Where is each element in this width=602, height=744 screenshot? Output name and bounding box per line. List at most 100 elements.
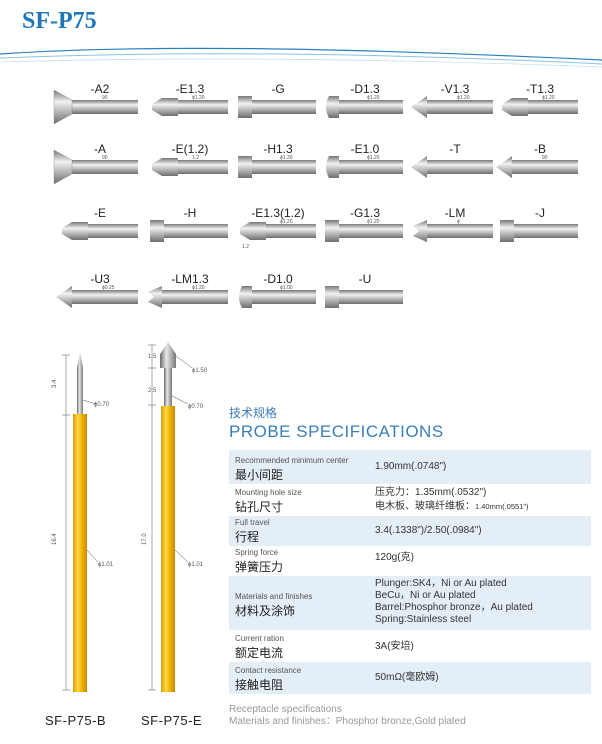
tip-dimension: 1.2 [192,155,199,161]
spec-cn-label: 最小间距 [235,468,284,482]
probe-drawings: 3.4 ϕ0.70 16.4 ϕ1.01 1.5 2.5 ϕ1.50 ϕ0.70… [0,330,230,739]
spec-value: 3.4(.1338")/2.50(.0984") [375,525,482,536]
tip-style-label: -G [271,82,285,96]
probe-e [148,342,193,692]
probe-e-dim-barrel: ϕ1.01 [188,562,204,568]
tip-shape [326,156,403,178]
tip-style-label: -LM [444,206,466,220]
tip-shape [240,222,316,240]
spec-row-contact-resistance: Contact resistance 接触电阻 50mΩ(毫欧姆) [229,662,591,694]
tip-style-label: -D1.0 [263,272,293,286]
tip-shape [500,220,578,242]
tip-style-label: -A2 [90,82,110,96]
spec-value: 120g(克) [375,552,414,563]
tip-style-label: -B [534,142,546,156]
tip-shape [325,220,403,242]
tip-style: -U [315,272,415,332]
tip-shape [413,220,493,242]
tip-style-label: -T1.3 [525,82,554,96]
spec-en-label: Recommended minimum center [235,456,349,465]
spec-value: Plunger:SK4，Ni or Au plated [375,578,507,589]
tip-dimension: ϕ1.20 [542,95,555,101]
probe-e-label: SF-P75-E [141,713,203,728]
probe-e-dim-plunger: ϕ0.70 [188,404,204,410]
tip-dimension: ϕ1.20 [367,155,380,161]
tip-style-label: -T [449,142,461,156]
tip-dimension: ϕ1.20 [192,95,205,101]
probe-b [62,352,99,692]
spec-en-label: Materials and finishes [235,592,313,601]
spec-value: 1.90mm(.0748") [375,461,447,472]
tip-shape [411,156,493,178]
tip-shape [62,222,138,240]
spec-cn-label: 弹簧压力 [235,560,284,574]
tip-shape [53,149,138,185]
tip-style-label: -A [94,142,106,156]
probe-e-dim-length: 17.0 [142,533,148,545]
spec-value: BeCu，Ni or Au plated [375,590,476,601]
tip-shape [326,96,403,118]
spec-row-mounting-hole: Mounting hole size 钻孔尺寸 压克力：1.35mm(.0532… [229,484,591,516]
page-title: SF-P75 [22,8,97,34]
tip-shape [496,156,578,178]
tip-dimension: ϕ1.20 [367,219,380,225]
spec-value-part: 电木板、玻璃纤维板： [375,501,475,512]
tip-dimension: ϕ1.20 [367,95,380,101]
spec-value-part: 1.40mm(.0551") [475,502,529,511]
spec-en-label: Spring force [235,548,279,557]
tip-shape [150,220,228,242]
probe-b-dim-travel: 3.4 [52,379,58,388]
tip-shape [411,96,493,118]
tip-dimension: ϕ [457,219,460,225]
spec-row-min-center: Recommended minimum center 最小间距 1.90mm(.… [229,450,591,484]
tip-style: -G [228,82,328,142]
tip-style-label: -G1.3 [349,206,380,220]
spec-row-full-travel: Full travel 行程 3.4(.1338")/2.50(.0984") [229,516,591,546]
tip-style: -T [405,142,505,202]
spec-value: 3A(安培) [375,641,414,652]
tip-shape [502,98,578,116]
footer-note: Receptacle specifications Materials and … [229,704,466,728]
probe-b-dim-length: 16.4 [52,533,58,545]
spec-en-label: Mounting hole size [235,488,302,497]
tip-style-label: -E(1.2) [171,142,209,156]
tip-style: -H [140,206,240,266]
probe-e-dim-head: 1.5 [148,354,157,360]
spec-row-materials: Materials and finishes 材料及涂饰 Plunger:SK4… [229,576,591,630]
tip-dimension: ϕ0.25 [102,285,115,291]
spec-cn-label: 接触电阻 [235,678,284,692]
spec-value: Barrel:Phosphor bronze，Au plated [375,602,533,613]
spec-en-label: Contact resistance [235,666,302,675]
tip-style: -E(1.2)1.2 [140,142,240,202]
spec-value: 电木板、玻璃纤维板：1.40mm(.0551") [375,501,529,513]
tip-shape [238,96,316,118]
tip-style-label: -E1.3(1.2) [251,206,305,220]
tip-dimension: 90 [542,155,548,161]
probe-e-dim-head-dia: ϕ1.50 [192,368,208,374]
tip-shape [152,158,228,176]
tip-dimension: ϕ1.20 [280,155,293,161]
spec-value: 50mΩ(毫欧姆) [375,672,439,683]
tip-shape [53,89,138,125]
probe-b-dim-barrel: ϕ1.01 [98,562,114,568]
spec-cn-label: 材料及涂饰 [235,604,296,618]
spec-cn-label: 额定电流 [235,646,284,660]
spec-value: 压克力：1.35mm(.0532") [375,487,487,498]
spec-en-label: Current ration [235,634,284,643]
tip-dimension: 90 [102,95,108,101]
tip-style-label: -V1.3 [440,82,470,96]
